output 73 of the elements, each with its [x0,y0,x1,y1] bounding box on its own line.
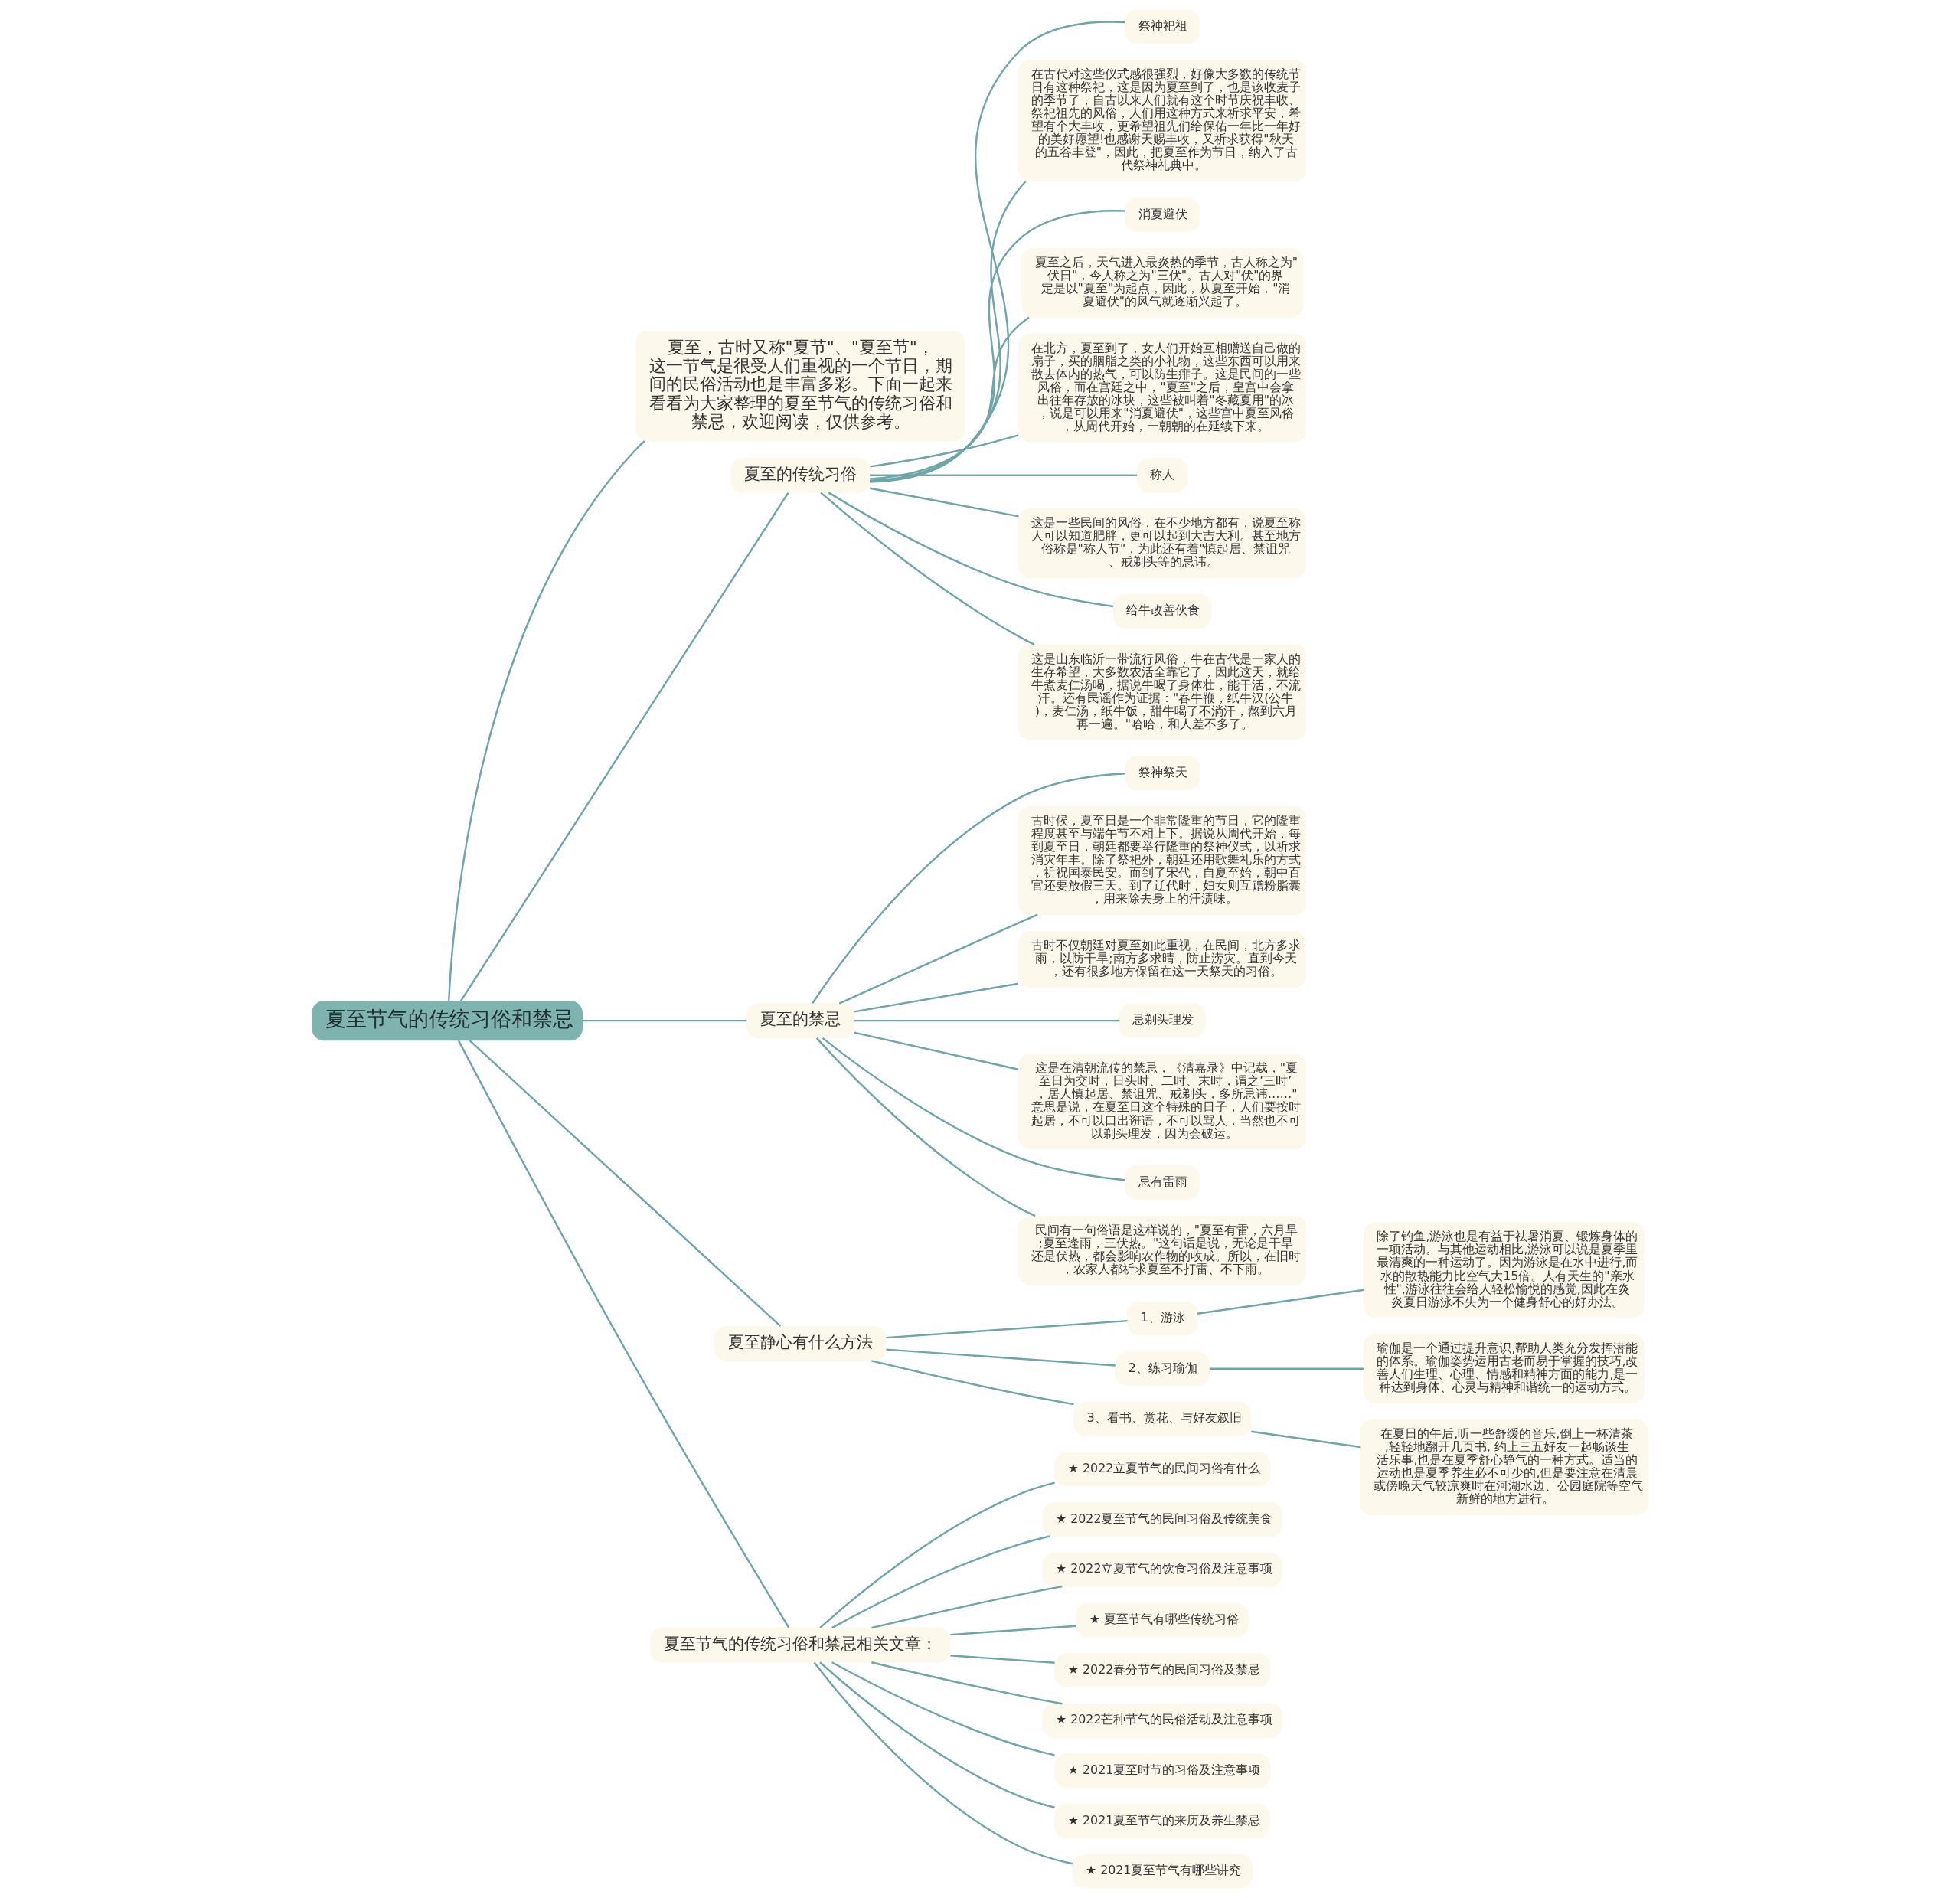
node-box: 夏至静心有什么方法 [714,1325,887,1361]
node-box: 在北方，夏至到了，女人们开始互相赠送自己做的扇子，买的胭脂之类的小礼物，这些东西可以用来散去体内的热气，可以防生痱子。这是民间的一些风俗，而在宫廷之中，"夏至"之后，皇宫中会拿出往年存放的冰块，这些被叫着"冬藏夏用"的冰，说是可以用来"消夏避伏"，这些宫中夏至风俗，从周代开始，一朝朝的在延续下来。 [1018,333,1307,443]
connector [469,1039,782,1327]
connector [448,440,645,1001]
connector [871,1585,1063,1629]
node-box: 称人 [1136,458,1188,493]
connector [828,492,1114,608]
connector [854,1031,1019,1070]
node-box: ★ 夏至节气有哪些传统习俗 [1076,1602,1250,1638]
connector [870,474,1138,476]
connector [459,492,789,1001]
connector [870,210,1125,482]
node-box: 夏至的传统习俗 [730,457,871,493]
node-box: ★ 2022春分节气的民间习俗及禁忌 [1054,1653,1271,1687]
node-box: 忌有雷雨 [1125,1165,1200,1201]
node-box: 消夏避伏 [1125,197,1200,232]
connector [819,1661,1055,1808]
node-box: 除了钓鱼,游泳也是有益于祛暑消夏、锻炼身体的一项活动。与其他运动相比,游泳可以说是夏季里最清爽的一种运动了。因为游泳是在水中进行,而水的散热能力比空气大15倍。人有天生的"亲水性",游泳往往会给人轻松愉悦的感觉,因此在炎炎夏日游泳不失为一个健身舒心的好办法。 [1363,1222,1645,1318]
node-box: ★ 2022夏至节气的民间习俗及传统美食 [1042,1502,1283,1537]
node-box: 1、游泳 [1127,1301,1198,1336]
node-box: ★ 2022芒种节气的民俗活动及注意事项 [1042,1703,1283,1738]
connector [886,1319,1128,1339]
connector [950,1655,1055,1664]
connector [871,1360,1074,1406]
node-box: 祭神祭天 [1125,756,1200,791]
node-box: 古时不仅朝廷对夏至如此重视，在民间，北方多求雨，以防干旱;南方多求晴，防止涝灾。直到今天，还有很多地方保留在这一天祭天的习俗。 [1018,930,1307,988]
connector [870,316,1030,480]
node-box: 3、看书、赏花、与好友叙旧 [1073,1401,1252,1436]
node-box: 夏至节气的传统习俗和禁忌相关文章： [650,1627,951,1663]
connector [870,434,1019,468]
connector [870,181,1027,482]
connector [582,1019,747,1022]
node-box: 给牛改善伙食 [1112,593,1212,629]
node-box: 这是一些民间的风俗，在不少地方都有，说夏至称人可以知道肥胖，更可以起到大吉大利。甚至地方俗称是"称人节"，为此还有着"慎起居、禁诅咒、戒剃头等的忌讳。 [1018,508,1307,579]
node-box: 2、练习瑜伽 [1115,1351,1210,1387]
node-box: 这是山东临沂一带流行风俗，牛在古代是一家人的生存希望，大多数农活全靠它了，因此这天，就给牛煮麦仁汤喝，据说牛喝了身体壮，能干活，不流汗。还有民谣作为证据："春牛鞭，纸牛汉(公牛)，麦仁汤，纸牛饭，甜牛喝了不淌汗，熬到六月再一遍。"哈哈，和人差不多了。 [1018,644,1307,740]
connector [871,1661,1063,1705]
connector [1209,1367,1364,1370]
connector [854,1019,1120,1022]
connector [813,1661,1073,1865]
node-box: 夏至，古时又称"夏节"、"夏至节"，这一节气是很受人们重视的一个节日，期间的民俗活动也是丰富多彩。下面一起来看看为大家整理的夏至节气的传统习俗和禁忌，欢迎阅读，仅供参考。 [635,330,965,442]
node-box: 这是在清朝流传的禁忌，《清嘉录》中记载，"夏至日为交时，日头时、二时、末时，谓之‘三时’，居人慎起居、禁诅咒、戒剃头，多所忌讳……"意思是说，在夏至日这个特殊的日子，人们要按时起居，不可以口出诳语，不可以骂人，当然也不可以剃头理发，因为会破运。 [1018,1054,1307,1150]
connector [886,1348,1116,1367]
connector [819,1481,1055,1629]
node-box: 在夏日的午后,听一些舒缓的音乐,倒上一杯清茶,轻轻地翻开几页书, 约上三五好友一起畅谈生活乐事,也是在夏季舒心静气的一种方式。适当的运动也是夏季养生必不可少的,但是要注意在清晨或傍晚天气较凉爽时在河湖水边、公园庭院等空气新鲜的地方进行。 [1359,1419,1648,1516]
node-box: 祭神祀祖 [1125,9,1200,44]
node-box: 夏至之后，天气进入最炎热的季节，古人称之为"伏日"，今人称之为"三伏"。古人对"伏"的界定是以"夏至"为起点，因此，从夏至开始，"消夏避伏"的风气就逐渐兴起了。 [1021,247,1304,318]
connector [822,1037,1125,1181]
node-box: 民间有一句俗语是这样说的，"夏至有雷，六月旱;夏至逢雨，三伏热。"这句话是说，无论是干旱还是伏热，都会影响农作物的收成。所以，在旧时，农家人都祈求夏至不打雷、不下雨。 [1018,1215,1307,1285]
node-box: ★ 2021夏至节气的来历及养生禁忌 [1054,1803,1271,1838]
connector [812,772,1125,1004]
node-box: ★ 2022立夏节气的民间习俗有什么 [1054,1452,1271,1487]
node-box: 夏至节气的传统习俗和禁忌 [312,1000,583,1041]
node-box: 忌剃头理发 [1119,1003,1206,1038]
node-box: ★ 2021夏至节气有哪些讲究 [1072,1854,1253,1889]
connector [838,913,1038,1005]
connector [854,982,1019,1013]
node-box: 古时候，夏至日是一个非常隆重的节日，它的隆重程度甚至与端午节不相上下。据说从周代开始，每到夏至日，朝廷都要举行隆重的祭神仪式，以祈求消灾年丰。除了祭祀外，朝廷还用歌舞礼乐的方式，祈祝国泰民安。而到了宋代，自夏至始，朝中百官还要放假三天。到了辽代时，妇女则互赠粉脂囊，用来除去身上的汗渍味。 [1018,805,1307,916]
node-box: 瑜伽是一个通过提升意识,帮助人类充分发挥潜能的体系。瑜伽姿势运用古老而易于掌握的技巧,改善人们生理、心理、情感和精神方面的能力,是一种达到身体、心灵与精神和谐统一的运动方式。 [1363,1334,1645,1404]
connector [950,1625,1076,1636]
node-box: ★ 2021夏至时节的习俗及注意事项 [1054,1753,1271,1789]
connector [1197,1289,1364,1315]
node-box: 夏至的禁忌 [746,1003,854,1039]
connector [831,1661,1055,1756]
connector [815,1037,1036,1217]
node-box: 在古代对这些仪式感很强烈，好像大多数的传统节日有这种祭祀，这是因为夏至到了，也是该收麦子的季节了，自古以来人们就有这个时节庆祝丰收、祭祀祖先的风俗，人们用这种方式来祈求平安，希望有个大丰收，更希望祖先们给保佑一年比一年好的美好愿望!也感谢天赐丰收，又祈求获得"秋天的五谷丰登"，因此，把夏至作为节日，纳入了古代祭神礼典中。 [1018,60,1307,182]
connector [869,487,1019,518]
node-box: ★ 2022立夏节气的饮食习俗及注意事项 [1042,1552,1283,1587]
connector [870,21,1125,483]
connector [820,492,1035,645]
connector [1251,1430,1361,1449]
connector [457,1040,790,1628]
connector [831,1535,1050,1629]
